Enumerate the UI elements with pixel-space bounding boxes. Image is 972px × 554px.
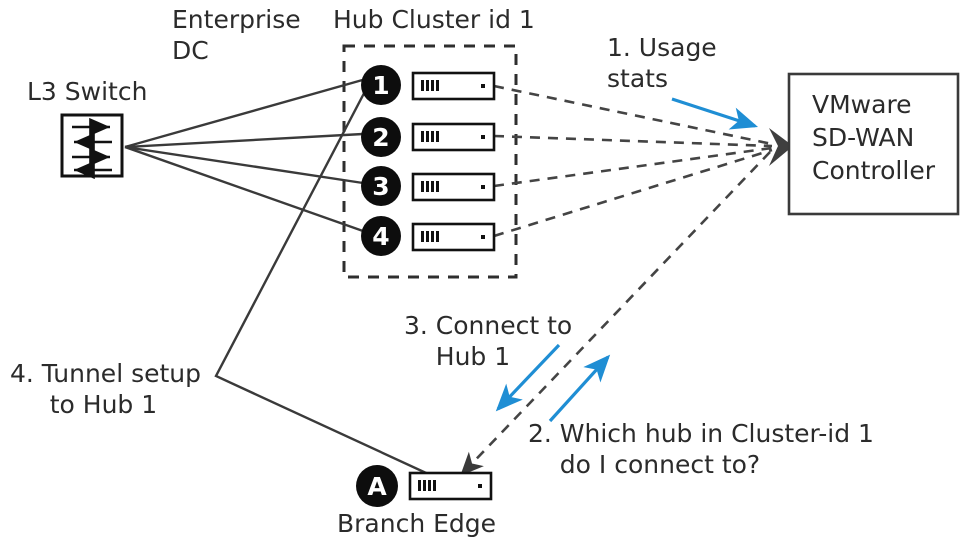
hub-circle-3 bbox=[361, 166, 401, 206]
dash-hub-3-controller bbox=[493, 146, 773, 188]
hub-number-3: 3 bbox=[372, 172, 390, 201]
server-icon-hub-4 bbox=[411, 222, 496, 252]
which-hub-callout-arrow bbox=[548, 354, 611, 423]
controller-label-line3: Controller bbox=[812, 156, 935, 185]
l3-switch-box bbox=[60, 113, 124, 178]
controller-label-line1: VMware bbox=[812, 90, 912, 119]
label-enterprise-dc: Enterprise DC bbox=[172, 5, 301, 65]
link-switch-hub-2 bbox=[124, 132, 364, 149]
label-step-1-usage-stats: 1. Usage stats bbox=[607, 33, 717, 93]
link-switch-hub-1 bbox=[124, 77, 367, 149]
label-hub-cluster: Hub Cluster id 1 bbox=[333, 5, 535, 34]
link-switch-hub-4 bbox=[124, 145, 364, 233]
tunnel-setup-line bbox=[214, 77, 451, 486]
hub-number-2: 2 bbox=[372, 123, 390, 152]
server-icon-branch-edge bbox=[408, 471, 493, 501]
server-icon-hub-1 bbox=[411, 71, 496, 101]
branch-circle-a bbox=[356, 465, 398, 507]
controller-inbound-arrowhead bbox=[769, 128, 793, 166]
hub-number-4: 4 bbox=[372, 222, 390, 251]
usage-stats-links bbox=[493, 84, 773, 238]
server-icon-hub-2 bbox=[411, 122, 496, 152]
label-step-2-which-hub: 2. Which hub in Cluster-id 1 do I connec… bbox=[528, 419, 874, 479]
hub-server-icons bbox=[408, 71, 496, 501]
dash-hub-4-controller bbox=[493, 148, 773, 238]
dash-hub-1-controller bbox=[493, 84, 773, 146]
connect-to-hub-callout-arrow bbox=[495, 343, 561, 412]
label-l3-switch: L3 Switch bbox=[27, 77, 148, 106]
switch-hub-links bbox=[124, 77, 367, 233]
label-step-4-tunnel-setup: 4. Tunnel setup to Hub 1 bbox=[10, 359, 202, 419]
hub-circle-2 bbox=[361, 117, 401, 157]
hub-circle-1 bbox=[361, 65, 401, 105]
dash-branch-controller bbox=[460, 151, 771, 476]
usage-stats-callout-arrow bbox=[671, 97, 759, 130]
dash-hub-2-controller bbox=[493, 134, 773, 148]
hub-cluster-boundary bbox=[342, 44, 518, 279]
hub-circle-4 bbox=[361, 216, 401, 256]
vmware-controller-box bbox=[787, 72, 960, 216]
hub-node-circles bbox=[356, 65, 401, 507]
branch-node-letter: A bbox=[367, 472, 387, 501]
link-switch-hub-3 bbox=[124, 145, 364, 185]
controller-label-line2: SD-WAN bbox=[812, 123, 915, 152]
l3-switch-icon bbox=[72, 117, 112, 180]
label-branch-edge: Branch Edge bbox=[337, 509, 497, 538]
label-step-3-connect-to-hub: 3. Connect to Hub 1 bbox=[404, 311, 573, 371]
server-icon-hub-3 bbox=[411, 172, 496, 202]
hub-number-1: 1 bbox=[372, 71, 390, 100]
